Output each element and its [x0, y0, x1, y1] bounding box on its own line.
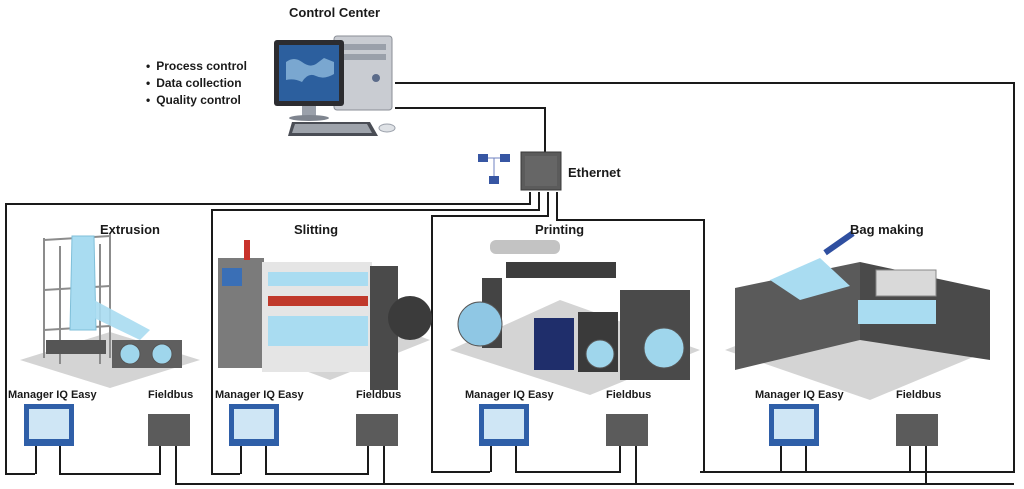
network-nodes-icon: [478, 154, 510, 184]
cable-ethernet-slitting: [211, 192, 540, 475]
manager-label-printing: Manager IQ Easy: [465, 389, 554, 401]
station-title-extrusion: Extrusion: [100, 222, 160, 237]
manager-device-printing: [479, 404, 529, 446]
control-center-title: Control Center: [289, 5, 380, 20]
network-cables: [5, 82, 1015, 485]
fieldbus-box-printing: [606, 414, 648, 446]
fieldbus-label-slitting: Fieldbus: [356, 389, 402, 401]
manager-device-extrusion: [24, 404, 74, 446]
fieldbus-box-extrusion: [148, 414, 190, 446]
bullet-item: Process control: [146, 58, 247, 75]
ethernet-switch-icon: [520, 151, 562, 191]
fieldbus-box-slitting: [356, 414, 398, 446]
control-center-bullets: Process control Data collection Quality …: [146, 58, 247, 109]
manager-device-bagmaking: [769, 404, 819, 446]
manager-label-bagmaking: Manager IQ Easy: [755, 389, 844, 401]
cable-ethernet-printing: [431, 192, 549, 473]
fieldbus-box-bagmaking: [896, 414, 938, 446]
slitting-machine-illustration: [218, 240, 432, 390]
fieldbus-label-printing: Fieldbus: [606, 389, 652, 401]
extrusion-machine-illustration: [20, 234, 200, 388]
station-title-printing: Printing: [535, 222, 585, 237]
station-title-slitting: Slitting: [294, 222, 339, 237]
bullet-item: Quality control: [146, 92, 247, 109]
fieldbus-label-extrusion: Fieldbus: [148, 389, 194, 401]
computer-icon: [274, 35, 396, 136]
bagmaking-machine-illustration: [725, 230, 990, 400]
manager-label-slitting: Manager IQ Easy: [215, 389, 304, 401]
manager-device-slitting: [229, 404, 279, 446]
bullet-item: Data collection: [146, 75, 247, 92]
cable-ethernet-extrusion: [5, 192, 531, 475]
cable-computer-ethernet: [395, 107, 546, 152]
printing-machine-illustration: [450, 240, 700, 395]
manager-label-extrusion: Manager IQ Easy: [8, 389, 97, 401]
ethernet-label: Ethernet: [568, 165, 621, 180]
cable-ethernet-bagmaking: [556, 192, 780, 473]
station-title-bagmaking: Bag making: [850, 222, 924, 237]
fieldbus-label-bagmaking: Fieldbus: [896, 389, 942, 401]
